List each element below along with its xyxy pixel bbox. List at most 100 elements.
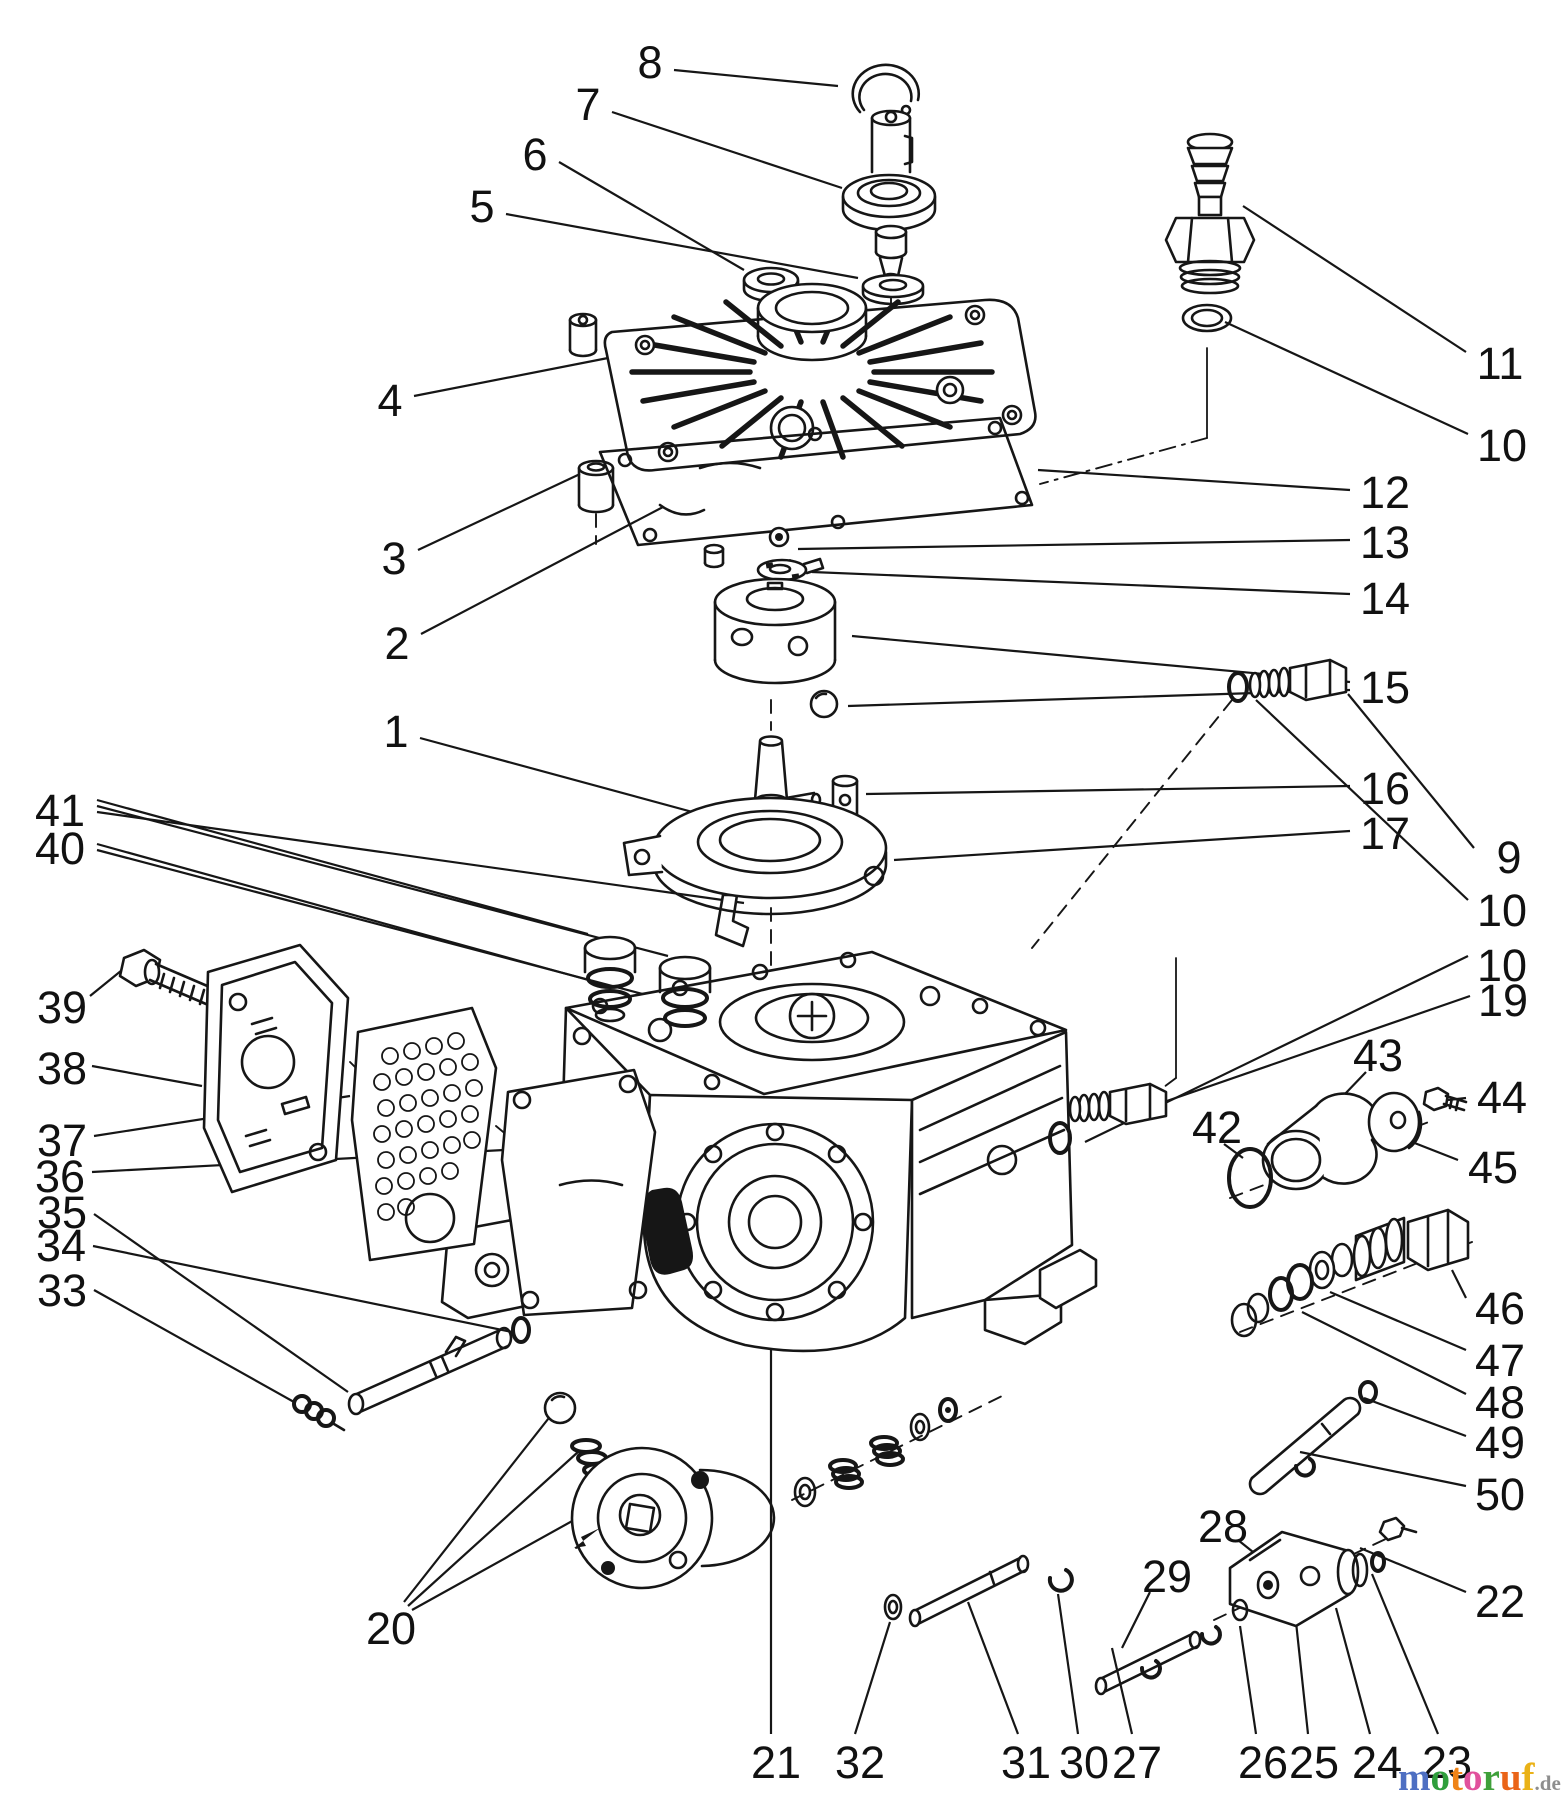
- leader-line-2: [420, 506, 664, 635]
- callout-label-24: 24: [1352, 1737, 1402, 1788]
- standoff-part2: [568, 312, 598, 358]
- shift-shaft-part35: [347, 1326, 513, 1416]
- leader-line-34: [92, 1244, 513, 1334]
- leader-line-5: [505, 212, 859, 280]
- cover-gasket-part12: [598, 416, 1034, 547]
- leader-line-12: [1037, 468, 1351, 492]
- callout-label-32: 32: [835, 1737, 885, 1788]
- leader-line-20: [403, 1413, 553, 1603]
- leader-line-50: [1299, 1450, 1467, 1488]
- cooling-fins: [629, 299, 995, 460]
- leader-line-27: [1110, 1647, 1134, 1735]
- oring-part10-b: [1048, 1121, 1072, 1155]
- leader-line-26: [1238, 1625, 1258, 1735]
- callout-label-30: 30: [1059, 1737, 1109, 1788]
- leader-line-20: [407, 1451, 579, 1607]
- callout-label-1: 1: [383, 706, 408, 757]
- callout-label-37: 37: [37, 1115, 87, 1166]
- callout-label-44: 44: [1477, 1072, 1527, 1123]
- leader-line-24: [1334, 1607, 1372, 1735]
- washer-part5: [861, 273, 925, 306]
- callout-layer: 8765432141403938373635343320111012131415…: [35, 37, 1528, 1788]
- callout-label-19: 19: [1478, 975, 1528, 1026]
- callout-label-33: 33: [37, 1265, 87, 1316]
- callout-label-10: 10: [1477, 885, 1527, 936]
- callout-label-26: 26: [1238, 1737, 1288, 1788]
- leader-line-32: [853, 1621, 892, 1735]
- oring-part42: [1227, 1147, 1273, 1209]
- callout-label-21: 21: [751, 1737, 801, 1788]
- callout-label-29: 29: [1142, 1551, 1192, 1602]
- leader-line-45: [1411, 1140, 1459, 1162]
- callout-label-25: 25: [1289, 1737, 1339, 1788]
- leader-line-38: [91, 1064, 203, 1088]
- callout-label-28: 28: [1198, 1501, 1248, 1552]
- rotor-part15: [713, 577, 839, 719]
- leader-line-8: [673, 68, 839, 88]
- callout-label-38: 38: [37, 1043, 87, 1094]
- check-valve-part46: [1308, 1208, 1470, 1290]
- leader-line-7: [611, 110, 843, 190]
- leader-line-16: [865, 784, 1351, 796]
- callout-label-7: 7: [575, 79, 600, 130]
- leader-line-19: [1134, 994, 1471, 1114]
- callout-label-34: 34: [36, 1220, 86, 1271]
- spring-part33: [292, 1394, 346, 1432]
- orings-part47-48: [1230, 1263, 1314, 1338]
- input-shaft-bearing-part7: [841, 109, 937, 282]
- callout-label-13: 13: [1360, 517, 1410, 568]
- leader-line-42: [1223, 1143, 1244, 1159]
- callout-label-22: 22: [1475, 1576, 1525, 1627]
- oring-part10-a: [1227, 671, 1249, 703]
- leader-line-22: [1359, 1546, 1467, 1594]
- cover-dome: [756, 282, 868, 362]
- callout-label-4: 4: [377, 375, 402, 426]
- shaft-part31: [908, 1554, 1030, 1628]
- leader-line-33: [93, 1289, 295, 1403]
- leader-line-47: [1329, 1290, 1467, 1352]
- pin-part22: [1378, 1516, 1418, 1542]
- leader-line-6: [558, 161, 745, 271]
- sleeve-part43: [1261, 1092, 1380, 1191]
- callout-label-23: 23: [1422, 1737, 1472, 1788]
- motoruf-logo: motoruf.de: [1398, 1756, 1561, 1799]
- leader-line-29: [1121, 1591, 1151, 1649]
- callout-label-46: 46: [1475, 1283, 1525, 1334]
- callout-label-50: 50: [1475, 1469, 1525, 1520]
- collar-part17: [622, 796, 888, 916]
- washer-part45: [1367, 1091, 1423, 1153]
- piston-stack-b: [658, 955, 712, 1028]
- callout-label-6: 6: [522, 129, 547, 180]
- leader-line-41: [96, 804, 669, 958]
- cover-bolt-part39: [118, 948, 214, 1006]
- leader-line-4: [413, 356, 609, 398]
- callout-label-10: 10: [1477, 420, 1527, 471]
- leader-line-17: [893, 829, 1351, 862]
- callout-label-14: 14: [1360, 573, 1410, 624]
- leader-line-30: [1056, 1593, 1080, 1735]
- leader-line-48: [1301, 1311, 1467, 1395]
- leader-line-49: [1363, 1396, 1467, 1438]
- eclip-part30: [1047, 1568, 1074, 1593]
- callout-label-5: 5: [469, 181, 494, 232]
- cam-hub-part20: [543, 1391, 776, 1590]
- callout-label-9: 9: [1496, 832, 1521, 883]
- shaft-part29: [1094, 1625, 1222, 1696]
- piston-stack-a: [583, 935, 637, 1023]
- callout-label-42: 42: [1192, 1102, 1242, 1153]
- callout-label-2: 2: [384, 618, 409, 669]
- callout-label-47: 47: [1475, 1335, 1525, 1386]
- callout-label-11: 11: [1477, 338, 1524, 389]
- snap-ring-part8: [851, 63, 920, 116]
- leader-line-14: [811, 570, 1351, 596]
- plug-part14: [756, 526, 825, 582]
- leader-line-3: [417, 473, 581, 551]
- leader-line-9: [1347, 693, 1475, 849]
- callout-label-48: 48: [1475, 1377, 1525, 1428]
- callout-label-45: 45: [1468, 1142, 1518, 1193]
- leader-line-13: [797, 538, 1351, 551]
- filter-plate-part37: [350, 1006, 498, 1262]
- callout-label-49: 49: [1475, 1417, 1525, 1468]
